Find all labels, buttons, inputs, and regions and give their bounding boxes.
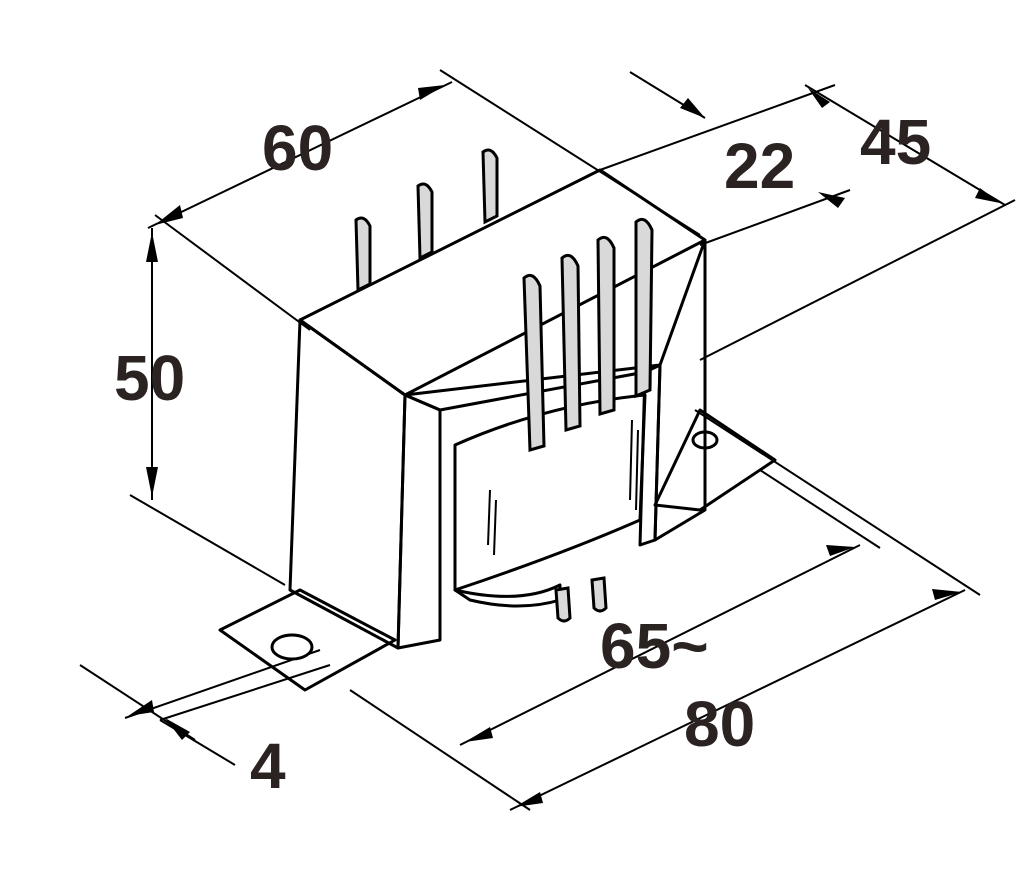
dimension-arrowheads bbox=[128, 85, 1000, 807]
mounting-hole bbox=[270, 633, 314, 661]
bottom-pins bbox=[554, 576, 608, 623]
pin bbox=[416, 182, 434, 261]
front-pins bbox=[522, 217, 654, 452]
coil-winding bbox=[453, 393, 647, 608]
dim-core-depth: 22 bbox=[724, 130, 795, 202]
pin bbox=[560, 253, 582, 432]
pin bbox=[590, 576, 608, 613]
pin bbox=[554, 586, 572, 623]
dim-slot: 4 bbox=[250, 730, 286, 802]
dim-mount-max: 80 bbox=[684, 688, 755, 760]
dim-width: 60 bbox=[262, 112, 333, 184]
dimension-lines bbox=[79, 69, 1016, 811]
dim-mount-min: 65~ bbox=[600, 610, 709, 682]
pin bbox=[634, 217, 654, 399]
dim-height: 50 bbox=[114, 342, 185, 414]
pin bbox=[596, 235, 616, 416]
pin bbox=[522, 273, 546, 452]
pin bbox=[481, 148, 499, 225]
pin bbox=[354, 216, 372, 293]
dim-depth: 45 bbox=[860, 106, 931, 178]
dimension-labels: 60 50 22 45 65~ 80 4 bbox=[114, 106, 931, 802]
rear-pins bbox=[354, 148, 499, 293]
